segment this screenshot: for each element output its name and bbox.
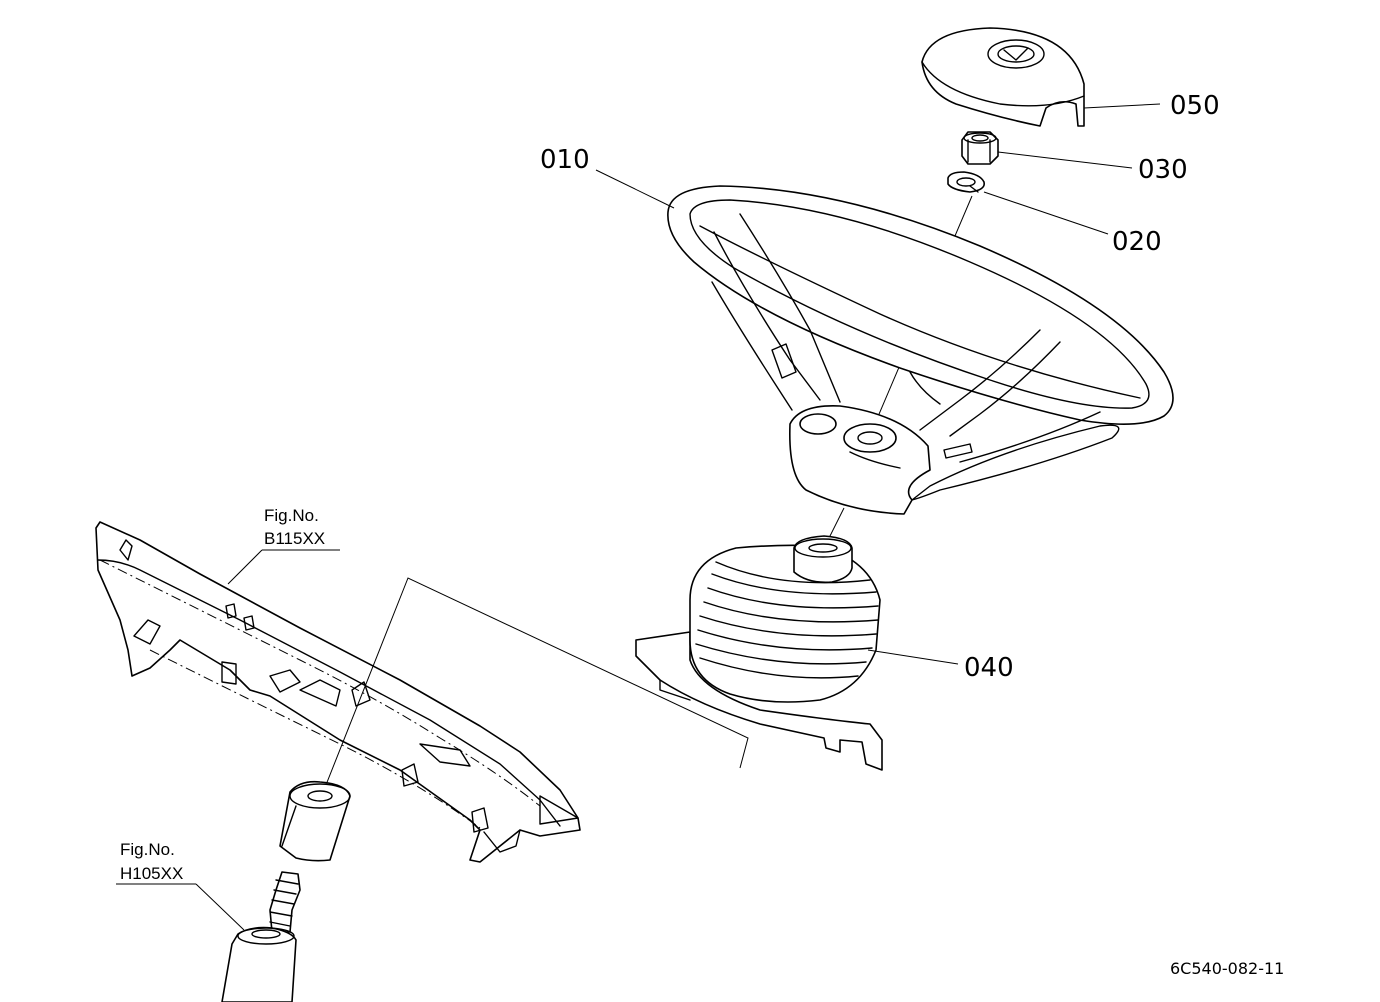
axis-line-lower <box>827 507 845 541</box>
axis-line-boot <box>319 577 749 801</box>
steering-wheel-part-010 <box>667 185 1174 515</box>
nut-part-030 <box>961 131 999 165</box>
fig-ref-shaft-line1: Fig.No. <box>120 840 175 859</box>
callout-030: 030 <box>1138 155 1188 185</box>
fig-ref-shaft-line2: H105XX <box>120 864 183 883</box>
leader-lines <box>116 103 1161 931</box>
drawing-number: 6C540-082-11 <box>1170 959 1284 978</box>
fig-ref-panel-line2: B115XX <box>264 529 325 548</box>
callout-010: 010 <box>540 145 590 175</box>
fig-ref-panel-line1: Fig.No. <box>264 506 319 525</box>
boot-part-040 <box>635 535 883 771</box>
washer-part-020 <box>947 171 986 193</box>
horn-cap-part-050 <box>921 27 1085 127</box>
instrument-panel <box>95 521 581 863</box>
callout-040: 040 <box>964 653 1014 683</box>
column-bushing <box>279 780 351 862</box>
callout-050: 050 <box>1170 91 1220 121</box>
steering-shaft <box>221 871 301 1002</box>
callout-020: 020 <box>1112 227 1162 257</box>
